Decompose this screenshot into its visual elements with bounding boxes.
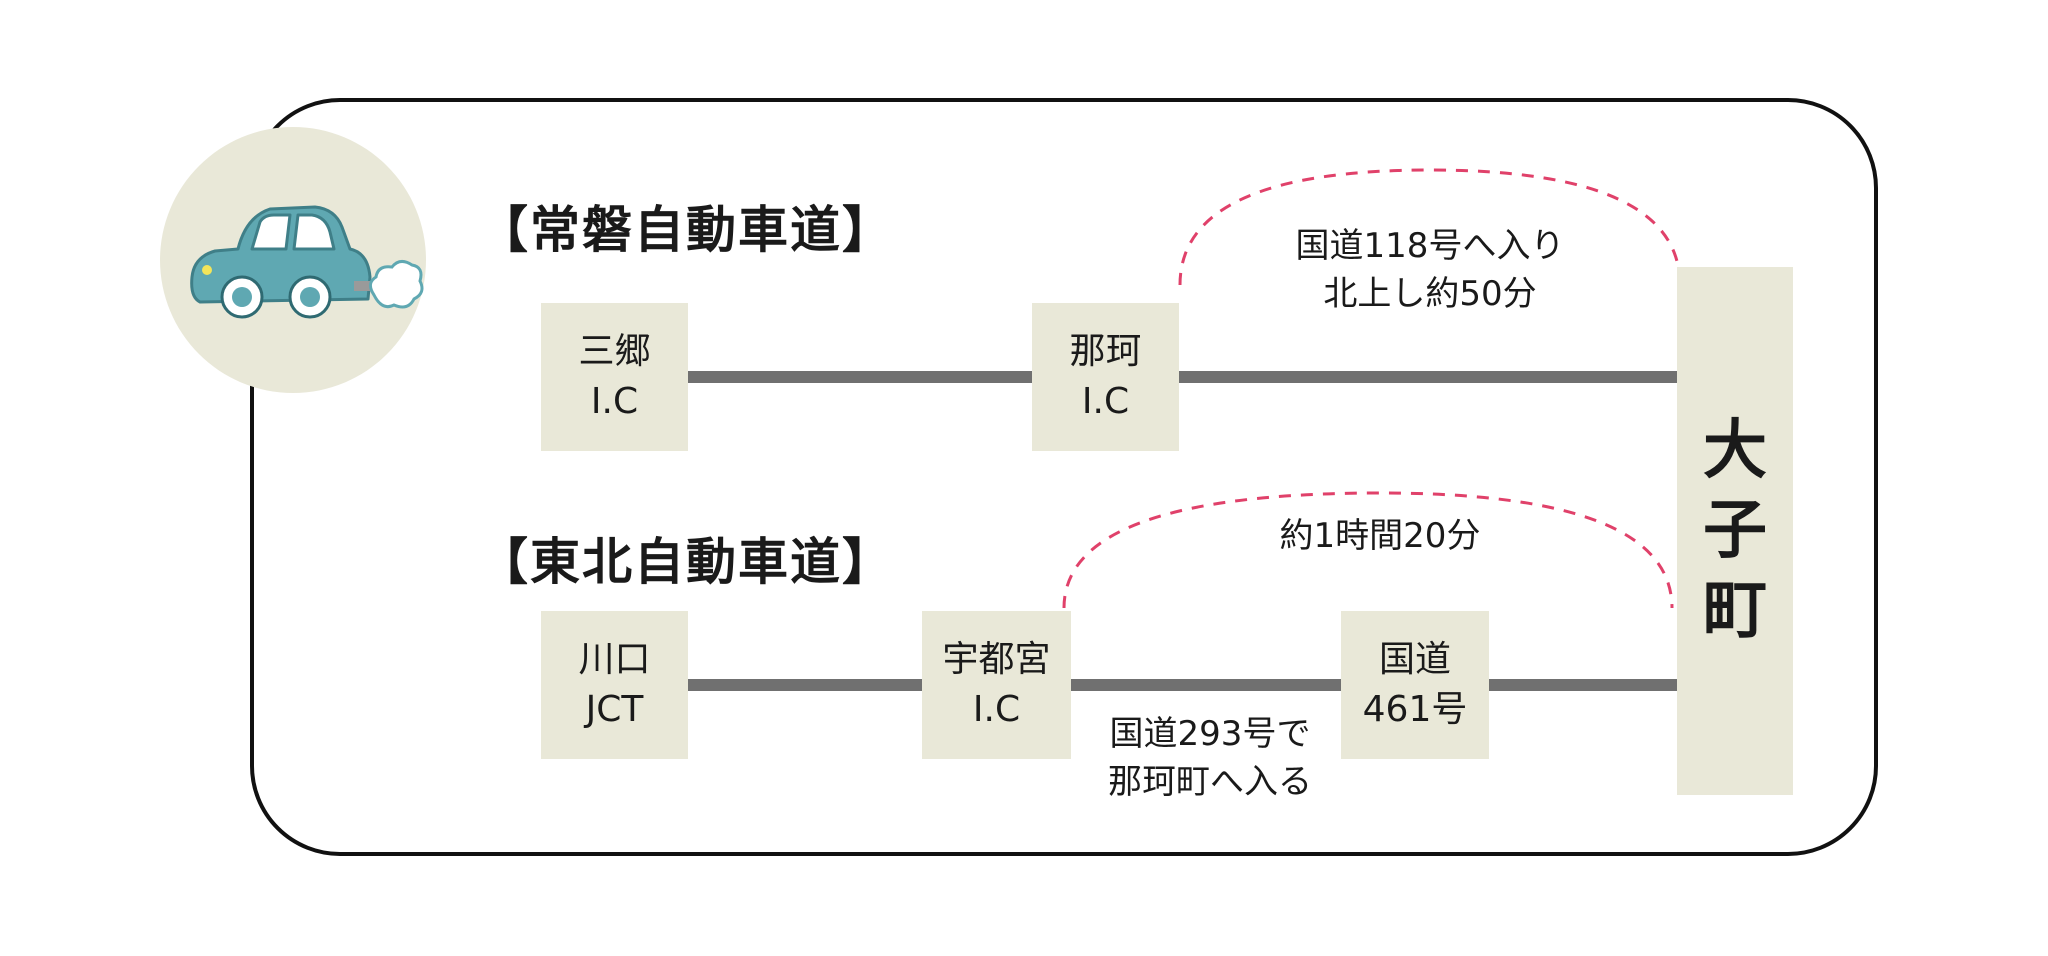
car-icon: [190, 205, 372, 319]
node-label: 国道: [1378, 639, 1451, 680]
note-line: 国道118号へ入り: [1295, 226, 1565, 266]
node-label: 宇都宮: [942, 639, 1051, 680]
tohoku-segment-note: 国道293号で 那珂町へ入る: [1090, 710, 1330, 806]
destination-daigo-machi: 大 子 町: [1677, 267, 1793, 795]
joban-arc: [1178, 168, 1682, 286]
tohoku-arc-note: 約1時間20分: [1230, 512, 1530, 560]
node-label: 川口: [578, 639, 651, 680]
node-utsunomiya-ic: 宇都宮 I.C: [922, 611, 1071, 759]
joban-title: 【常磐自動車道】: [478, 201, 894, 259]
node-label: JCT: [585, 689, 644, 730]
node-label: I.C: [1081, 381, 1130, 422]
note-line: 国道293号で: [1109, 714, 1311, 754]
node-label: 461号: [1362, 689, 1468, 730]
tohoku-arc: [1062, 491, 1674, 609]
car-badge: [160, 127, 426, 393]
note-line: 約1時間20分: [1279, 516, 1481, 556]
destination-char: 子: [1703, 494, 1767, 568]
exhaust-cloud-icon: [369, 260, 424, 309]
node-label: I.C: [972, 689, 1021, 730]
node-misato-ic: 三郷 I.C: [541, 303, 688, 451]
destination-char: 町: [1703, 574, 1767, 648]
note-line: 那珂町へ入る: [1108, 762, 1312, 802]
note-line: 北上し約50分: [1323, 274, 1537, 314]
node-naka-ic: 那珂 I.C: [1032, 303, 1179, 451]
node-label: 三郷: [578, 331, 651, 372]
node-route-461: 国道 461号: [1341, 611, 1489, 759]
joban-line: [688, 371, 1677, 383]
destination-char: 大: [1703, 414, 1767, 488]
node-kawaguchi-jct: 川口 JCT: [541, 611, 688, 759]
tohoku-line: [688, 679, 1677, 691]
tohoku-title: 【東北自動車道】: [478, 533, 894, 591]
joban-arc-note: 国道118号へ入り 北上し約50分: [1250, 222, 1610, 318]
node-label: 那珂: [1069, 331, 1142, 372]
node-label: I.C: [590, 381, 639, 422]
